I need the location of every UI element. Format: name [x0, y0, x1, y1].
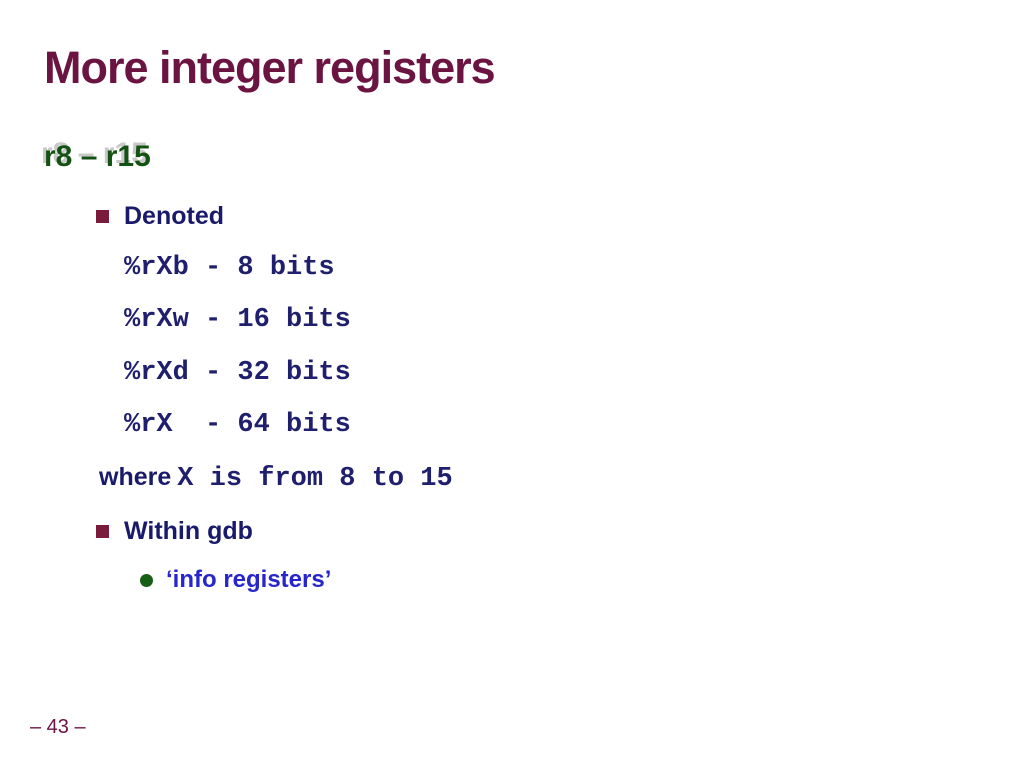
page-number: – 43 – [30, 716, 86, 738]
register-line-16bit: %rXw - 16 bits [124, 305, 351, 335]
where-clause: where X is from 8 to 15 [99, 463, 453, 494]
register-line-8bit: %rXb - 8 bits [124, 253, 335, 283]
square-bullet-icon [96, 210, 109, 223]
section-heading-r8-r15: r8 – r15 [44, 140, 151, 173]
bullet-label-denoted: Denoted [124, 202, 224, 230]
bullet-item-within-gdb: Within gdb [96, 517, 253, 546]
bullet-item-denoted: Denoted [96, 202, 224, 231]
square-bullet-icon [96, 525, 109, 538]
where-mono-text: X is from 8 to 15 [177, 464, 453, 494]
sub-bullet-item-info-registers: ‘info registers’ [140, 566, 331, 594]
register-line-32bit: %rXd - 32 bits [124, 358, 351, 388]
bullet-label-within-gdb: Within gdb [124, 517, 253, 545]
where-prefix: where [99, 463, 172, 491]
sub-bullet-label-info-registers: ‘info registers’ [166, 566, 332, 593]
register-line-64bit: %rX - 64 bits [124, 410, 351, 440]
round-bullet-icon [140, 573, 153, 587]
slide-title: More integer registers [44, 42, 496, 93]
